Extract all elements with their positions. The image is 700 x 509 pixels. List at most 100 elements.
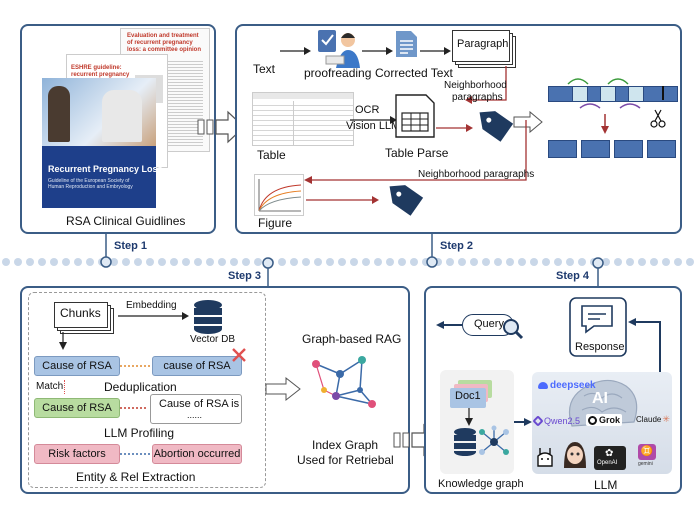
- step4-label: Step 4: [556, 270, 590, 282]
- openai-icon: ✿: [605, 448, 614, 459]
- arrow-chunks-vectordb: [118, 312, 189, 320]
- timeline-dot: [62, 258, 70, 266]
- index-graph-label-2: Used for Retriebal: [297, 453, 394, 467]
- query-label: Query: [474, 318, 504, 330]
- timeline-dot: [674, 258, 682, 266]
- timeline-dot: [650, 258, 658, 266]
- deepseek-label: deepseek: [550, 380, 596, 391]
- index-graph-icon: [312, 356, 376, 408]
- figure-curves: [258, 179, 302, 212]
- step2-label: Step 2: [440, 240, 474, 252]
- kg-db-icon: [454, 428, 476, 456]
- timeline-dot: [170, 258, 178, 266]
- neighborhood-label-1: Neighborhood: [444, 80, 507, 91]
- deduplication-label: Deduplication: [104, 380, 177, 394]
- timeline-dot: [134, 258, 142, 266]
- scissors-icon: [650, 109, 666, 128]
- embedding-label: Embedding: [126, 300, 177, 311]
- hollow-arrow-3: [265, 376, 301, 402]
- profile-desc-text: Cause of RSA is: [159, 398, 240, 410]
- cause-rsa-box-2: Cause of RSA: [34, 398, 120, 418]
- guidelines-title: RSA Clinical Guidlines: [66, 214, 186, 228]
- openai-logo: ✿ OpenAI: [594, 446, 626, 470]
- timeline-dot: [194, 258, 202, 266]
- timeline-dot: [26, 258, 34, 266]
- timeline-dot: [86, 258, 94, 266]
- arrow-corrected-paragraph: [420, 47, 451, 55]
- timeline-dot: [542, 258, 550, 266]
- cause-rsa-box-1: Cause of RSA: [34, 356, 120, 376]
- timeline-dot: [50, 258, 58, 266]
- step3-connector: [262, 257, 274, 289]
- timeline-dot: [494, 258, 502, 266]
- timeline-dot: [518, 258, 526, 266]
- deepseek-logo: deepseek: [538, 380, 596, 391]
- red-arrow-paragraph-tag: [465, 66, 507, 104]
- cover-front-subtitle: Guideline of the European Society of Hum…: [48, 178, 133, 190]
- red-arrow-figure-tag: [306, 196, 379, 204]
- step4-connector: [592, 257, 604, 289]
- ocr-label: OCR: [355, 104, 380, 116]
- risk-factors-box: Risk factors: [34, 444, 120, 464]
- chunk-seg-1: [572, 86, 588, 102]
- match-dotted-mark: [64, 380, 65, 394]
- chunks-label: Chunks: [60, 306, 101, 320]
- arrow-kg-llm: [514, 418, 532, 426]
- arrow-llm-response: [628, 318, 661, 372]
- timeline-dot: [506, 258, 514, 266]
- claude-icon: ✳: [662, 414, 670, 424]
- openai-label: OpenAI: [597, 460, 618, 466]
- timeline-dot: [14, 258, 22, 266]
- arrow-doc-db: [465, 408, 473, 426]
- arrow-chunks-down: [59, 332, 67, 350]
- arrow-proofread-corrected: [362, 47, 393, 55]
- arrow-text-proofread: [280, 47, 311, 55]
- timeline-dot: [218, 258, 226, 266]
- qwen-label: Qwen2.5: [544, 416, 581, 426]
- corrected-document-icon: [396, 31, 417, 57]
- corrected-text-label: Corrected Text: [375, 66, 453, 80]
- timeline-dot: [386, 258, 394, 266]
- rel-dotted-link: [120, 453, 152, 455]
- chunk-bar-bottom: [548, 140, 676, 158]
- cross-icon: [232, 348, 246, 362]
- timeline-dot: [626, 258, 634, 266]
- grok-icon: [588, 415, 597, 425]
- chunks-stack: [54, 302, 114, 334]
- doc-card: [450, 388, 486, 408]
- table-image: [252, 92, 354, 146]
- cover-front-title: Recurrent Pregnancy Loss: [48, 164, 163, 174]
- vector-db-icon: [194, 300, 222, 334]
- timeline-dot: [578, 258, 586, 266]
- timeline-dot: [362, 258, 370, 266]
- step3-label: Step 3: [228, 270, 262, 282]
- timeline-dot: [554, 258, 562, 266]
- timeline-dot: [638, 258, 646, 266]
- timeline-dot: [662, 258, 670, 266]
- llm-profiling-label: LLM Profiling: [104, 426, 175, 440]
- timeline-dot: [338, 258, 346, 266]
- neighborhood-label-2: paragraphs: [452, 92, 503, 103]
- text-label: Text: [253, 62, 276, 76]
- profiling-dotted-link: [120, 407, 148, 409]
- table-parse-icon: [395, 94, 435, 138]
- timeline-dot: [290, 258, 298, 266]
- qwen-logo: Qwen2.5: [532, 415, 581, 427]
- timeline-dot: [254, 258, 262, 266]
- tag-icon: [479, 111, 514, 142]
- timeline-dot: [326, 258, 334, 266]
- table-label: Table: [257, 148, 286, 162]
- timeline-dot: [566, 258, 574, 266]
- figure-label: Figure: [258, 216, 293, 230]
- claude-logo: Claude ✳: [636, 414, 670, 425]
- index-graph-label: Index Graph: [312, 438, 379, 452]
- chunk-seg-2: [600, 86, 616, 102]
- qwen-icon: [532, 415, 544, 427]
- arrow-query-left: [436, 321, 462, 329]
- gemini-logo: ♊ gemini: [636, 444, 658, 470]
- cover-photo-figure: [48, 86, 70, 142]
- step1-label: Step 1: [114, 240, 148, 252]
- step2-connector: [426, 234, 438, 268]
- chunk-divider: [662, 86, 664, 100]
- gemini-icon: ♊: [638, 444, 656, 460]
